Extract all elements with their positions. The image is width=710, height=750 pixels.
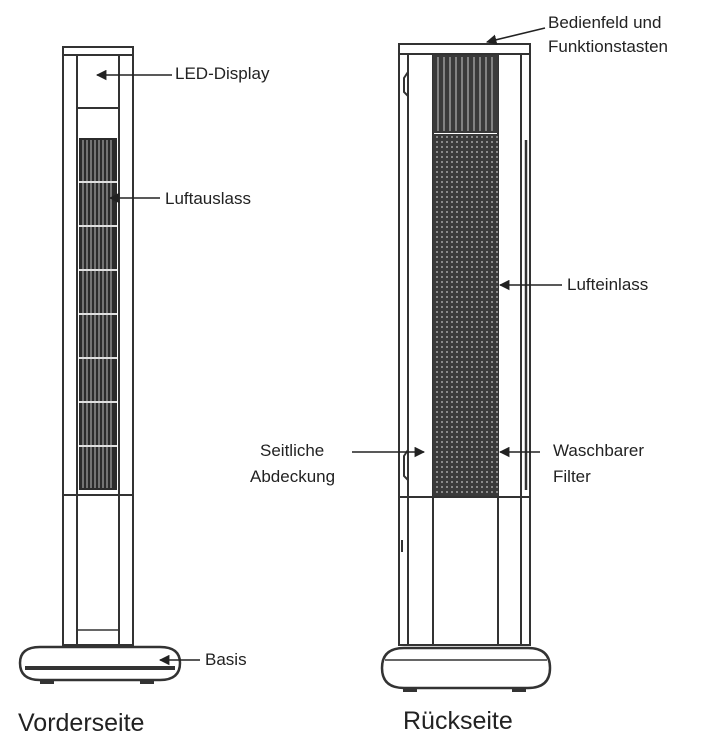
label-control-panel-line2: Funktionstasten: [548, 37, 669, 56]
back-air-inlet-filter: [433, 134, 498, 496]
back-body: [398, 53, 531, 646]
label-air-outlet: Luftauslass: [165, 189, 251, 208]
back-control-panel: [433, 55, 498, 133]
label-side-cover-line2: Abdeckung: [250, 467, 336, 486]
back-base: [380, 646, 552, 690]
front-base: [18, 645, 182, 682]
label-side-cover-line1: Seitliche: [260, 441, 325, 460]
front-top-cap: [62, 46, 134, 56]
front-air-outlet-grille: [79, 138, 117, 490]
caption-back-view: Rückseite: [403, 707, 513, 735]
label-control-panel-line1: Bedienfeld und: [548, 13, 662, 32]
label-washable-filter-line2: Filter: [553, 467, 591, 486]
label-led-display: LED-Display: [175, 64, 270, 83]
controls-leader: [485, 27, 546, 45]
front-body: [62, 54, 134, 646]
label-base: Basis: [205, 650, 247, 669]
label-air-inlet: Lufteinlass: [567, 275, 649, 294]
back-top-cap: [398, 43, 531, 55]
front-fan: [18, 46, 182, 684]
caption-front-view: Vorderseite: [18, 709, 145, 737]
label-washable-filter-line1: Waschbarer: [553, 441, 645, 460]
